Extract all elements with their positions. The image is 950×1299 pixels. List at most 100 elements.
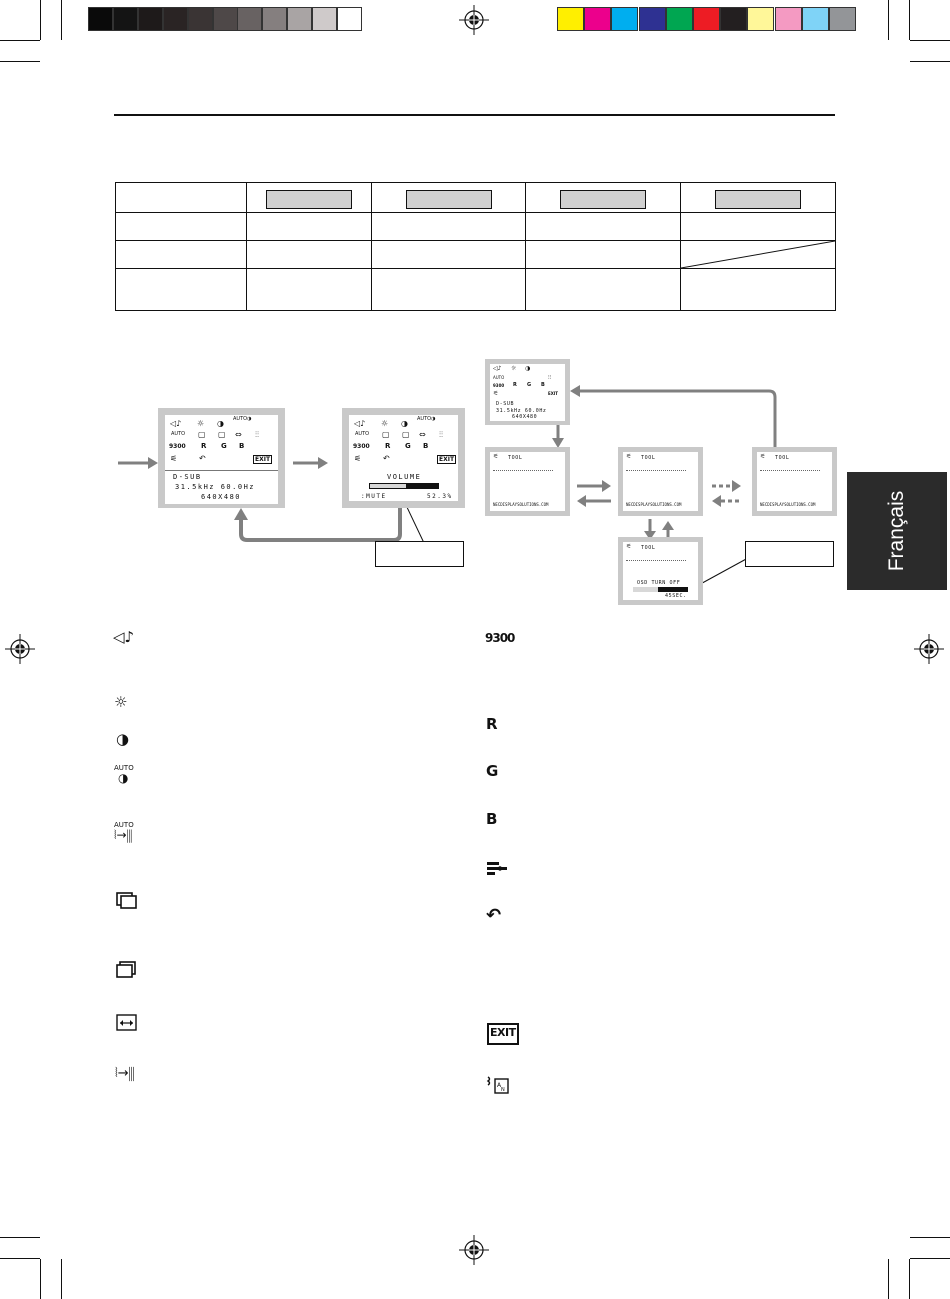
left-right-icon (116, 892, 137, 909)
osd-tool-menu-1: ⚟ TOOL NECDISPLAYSOLUTIONS.COM (485, 447, 570, 516)
fine-icon: ⫶⫶ (255, 430, 259, 439)
resolution-readout: 640X480 (512, 414, 538, 420)
volume-icon: ◁♪ (113, 628, 135, 646)
exit-icon: EXIT (253, 455, 273, 464)
brightness-icon: ☼ (381, 419, 389, 428)
table-cell (371, 240, 526, 269)
9300-icon: 9300 (169, 443, 186, 450)
tool-header: TOOL (641, 545, 656, 551)
osd-icon-area: ◁♪ ☼ ◑ AUTO◑ AUTO ▢ ▢ ⇔ ⫶⫶ 9300 R G B ⚟ … (165, 415, 278, 470)
red-icon: R (486, 715, 498, 733)
website-url: NECDISPLAYSOLUTIONS.COM (760, 502, 816, 507)
color-swatch (665, 7, 693, 31)
osd-tool-menu-3: ⚟ TOOL NECDISPLAYSOLUTIONS.COM (752, 447, 837, 516)
color-swatch (584, 7, 612, 31)
registration-mark-icon (914, 634, 944, 664)
factory-preset-icon: ↶ (383, 454, 390, 463)
blue-icon: B (541, 382, 545, 388)
color-swatch (212, 7, 238, 31)
crop-mark (0, 40, 40, 41)
table-cell (525, 240, 681, 269)
osd-tool-area: ⚟ TOOL NECDISPLAYSOLUTIONS.COM (623, 452, 698, 511)
crop-mark (910, 40, 950, 41)
table-cell (525, 182, 681, 213)
tool-icon: ⚟ (760, 453, 766, 460)
color-swatch (801, 7, 829, 31)
language-icon: A N (486, 1076, 509, 1094)
table-cell (371, 268, 526, 311)
table-cell (525, 212, 681, 241)
frequency-readout: 31.5kHz 60.0Hz (496, 408, 547, 414)
color-swatch (262, 7, 288, 31)
left-right-icon: ▢ (382, 430, 390, 439)
crop-mark (0, 61, 40, 62)
color-swatch (829, 7, 856, 31)
contrast-glyph: ◑ (118, 771, 129, 785)
color-swatch (774, 7, 802, 31)
svg-text:A: A (497, 1082, 502, 1089)
table-cell (115, 268, 247, 311)
resolution-readout: 640X480 (201, 493, 242, 501)
header-rule (114, 114, 835, 116)
tool-icon: ⚟ (170, 454, 178, 463)
green-icon: G (221, 442, 227, 450)
osd-icon-area: ◁♪ ☼ ◑ AUTO ⫶⫶ 9300 R G B ⚟ EXIT (490, 364, 565, 401)
volume-title: VOLUME (387, 473, 422, 481)
blue-icon: B (423, 442, 429, 450)
tool-header: TOOL (508, 455, 523, 461)
table-cell (371, 212, 526, 241)
table-cell (246, 240, 372, 269)
tool-icon: ⚟ (626, 543, 632, 550)
color-swatch (693, 7, 720, 31)
mute-label: :MUTE (361, 493, 387, 500)
table-cell (680, 182, 836, 213)
exit-icon: EXIT (487, 1023, 519, 1045)
table-cell (525, 268, 681, 311)
tool-icons-row (626, 470, 686, 471)
input-source-label: D-SUB (173, 473, 202, 481)
table-cell (115, 212, 247, 241)
fine-icon: ⫶⫶ (439, 430, 443, 439)
svg-text:N: N (501, 1087, 505, 1093)
crop-mark (909, 0, 910, 40)
crop-mark (0, 1258, 40, 1259)
crop-mark (910, 1258, 950, 1259)
osd-tool-area: ⚟ TOOL NECDISPLAYSOLUTIONS.COM (490, 452, 565, 511)
table-cell (680, 268, 836, 311)
tool-icon: ⚟ (493, 390, 499, 397)
osd-tool-menu-2: ⚟ TOOL NECDISPLAYSOLUTIONS.COM (618, 447, 703, 516)
osd-volume-menu: ◁♪ ☼ ◑ AUTO◑ AUTO ▢ ▢ ⇔ ⫶⫶ 9300 R G B ⚟ … (342, 408, 465, 508)
frequency-readout: 31.5kHz 60.0Hz (175, 483, 256, 491)
color-swatch (137, 7, 163, 31)
menu-flow-arrows (118, 457, 425, 544)
osd-turnoff-bar-fill (633, 587, 658, 592)
color-swatch (747, 7, 775, 31)
tool-icons-row (760, 470, 820, 471)
table-cell (115, 182, 247, 213)
tool-icon (487, 862, 507, 875)
osd-info-area: D-SUB 31.5kHz 60.0Hz 640X480 (490, 401, 565, 421)
tool-icon: ⚟ (354, 454, 362, 463)
crop-mark (40, 1259, 41, 1299)
down-up-icon: ▢ (402, 430, 410, 439)
crop-mark (909, 1259, 910, 1299)
color-swatch (162, 7, 188, 31)
color-swatch (557, 7, 584, 31)
color-swatch (237, 7, 263, 31)
fine-icon: ⫶⫶ (548, 374, 552, 381)
language-tab-label: Français (885, 490, 908, 572)
9300-icon: 9300 (353, 443, 370, 450)
9300-icon: 9300 (485, 631, 515, 645)
auto-adjust-icon: AUTO (493, 375, 505, 380)
registration-mark-icon (5, 634, 35, 664)
tool-icon: ⚟ (493, 453, 499, 460)
tool-icons-row (626, 560, 686, 561)
tool-icon: ⚟ (626, 453, 632, 460)
osd-tool-menu-turnoff: ⚟ TOOL OSD TURN OFF 45SEC. (618, 537, 703, 605)
language-side-tab: Français (847, 472, 947, 590)
table-cell (115, 240, 247, 269)
color-swatch (287, 7, 313, 31)
color-swatch (611, 7, 639, 31)
exit-icon: EXIT (548, 391, 559, 396)
volume-value: 52.3% (427, 493, 453, 500)
